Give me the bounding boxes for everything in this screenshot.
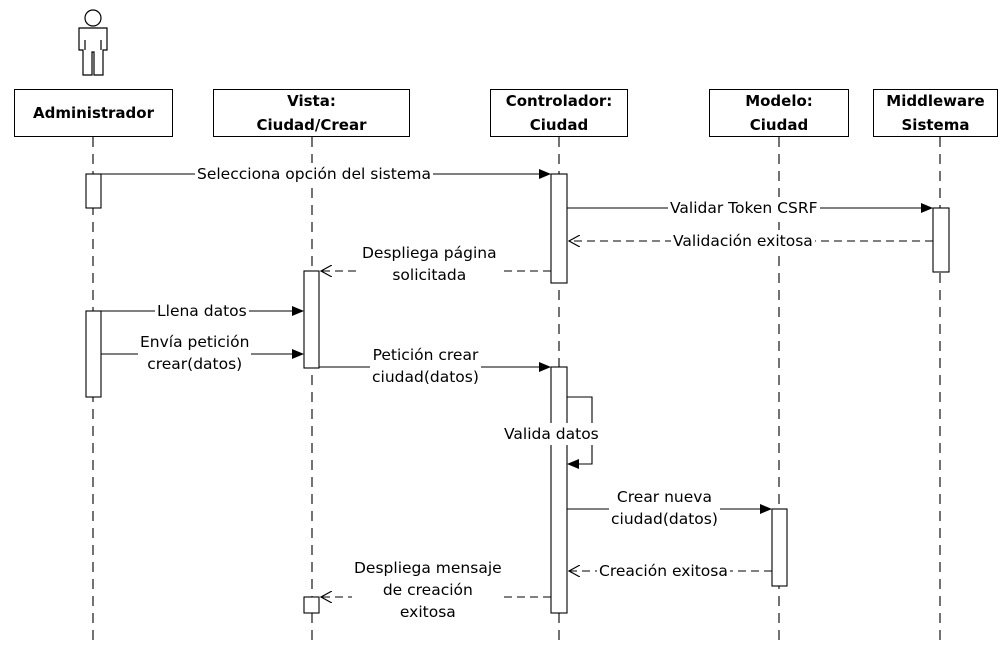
activation-admin-2 bbox=[85, 310, 102, 398]
lifeline-box-admin: Administrador bbox=[14, 89, 173, 137]
lifeline-box-modelo: Modelo: Ciudad bbox=[709, 89, 849, 137]
activation-mw bbox=[932, 207, 950, 273]
activation-ctrl-2 bbox=[550, 366, 568, 614]
message-label-m9: Crear nueva ciudad(datos) bbox=[609, 486, 720, 530]
activation-vista-2 bbox=[303, 596, 320, 614]
message-label-m1: Selecciona opción del sistema bbox=[195, 163, 433, 185]
lifeline-box-mw: Middleware Sistema bbox=[873, 89, 998, 137]
message-label-m6: Envía petición crear(datos) bbox=[138, 331, 252, 375]
actor-icon bbox=[78, 9, 108, 76]
lifeline-label-modelo: Modelo: Ciudad bbox=[745, 92, 813, 134]
message-label-m5: Llena datos bbox=[155, 300, 249, 322]
message-label-m2: Validar Token CSRF bbox=[668, 197, 820, 219]
message-label-m7: Petición crear ciudad(datos) bbox=[370, 344, 481, 388]
lifeline-label-vista: Vista: Ciudad/Crear bbox=[256, 92, 367, 134]
lifeline-box-vista: Vista: Ciudad/Crear bbox=[213, 89, 410, 137]
activation-admin-1 bbox=[85, 173, 102, 209]
activation-vista-1 bbox=[303, 270, 320, 369]
lifeline-label-admin: Administrador bbox=[33, 104, 154, 122]
message-label-m11: Despliega mensaje de creación exitosa bbox=[352, 557, 504, 623]
lifeline-label-mw: Middleware Sistema bbox=[886, 92, 985, 134]
lifeline-label-ctrl: Controlador: Ciudad bbox=[505, 92, 613, 134]
activation-modelo bbox=[771, 508, 788, 587]
message-label-m8: Valida datos bbox=[502, 423, 601, 445]
lifeline-box-ctrl: Controlador: Ciudad bbox=[490, 89, 628, 137]
message-label-m3: Validación exitosa bbox=[671, 230, 815, 252]
activation-ctrl-1 bbox=[550, 173, 568, 284]
message-label-m10: Creación exitosa bbox=[597, 560, 730, 582]
message-label-m4: Despliega página solicitada bbox=[360, 242, 499, 286]
